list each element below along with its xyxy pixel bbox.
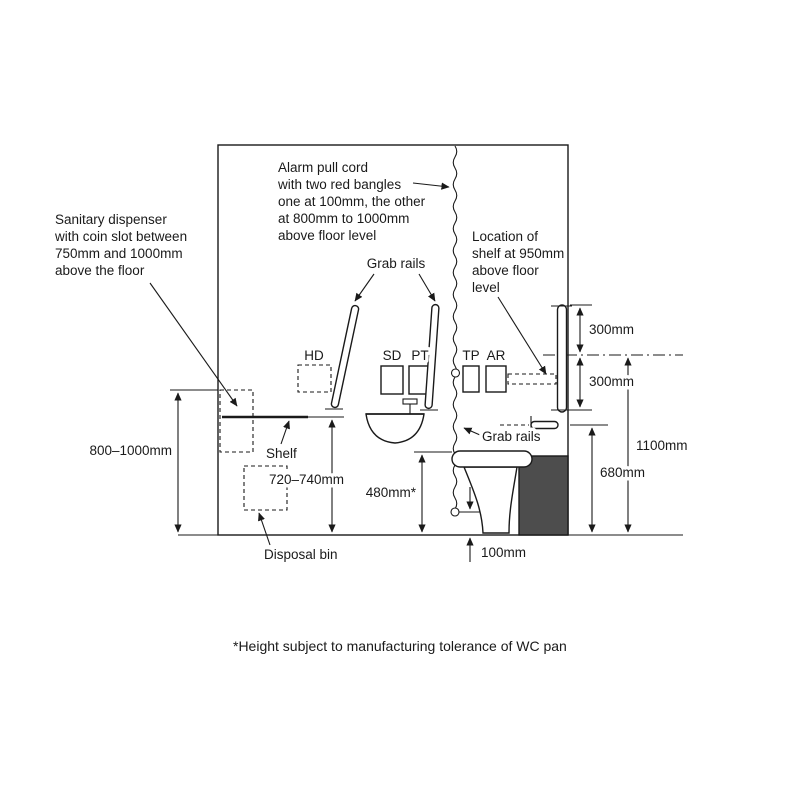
wc-pan (451, 450, 533, 534)
shelf-location-outline (507, 373, 557, 385)
dimension-lines (174, 307, 632, 562)
sanitary-dispenser-outline (219, 389, 254, 453)
sanitary-note-line: Sanitary dispenser (55, 212, 167, 227)
sanitary-note-line: above the floor (55, 263, 145, 278)
sanitary-note: Sanitary dispenser with coin slot betwee… (54, 212, 187, 278)
alarm-pull-cord (452, 145, 458, 510)
wc-duct-panel (518, 455, 569, 536)
wc-seat (451, 450, 533, 468)
alarm-note-line: above floor level (278, 228, 376, 243)
shelf-label: Shelf (266, 446, 297, 461)
shelf-location-line: level (472, 280, 500, 295)
footnote: *Height subject to manufacturing toleran… (233, 638, 567, 654)
alarm-note-line: one at 100mm, the other (278, 194, 426, 209)
alarm-cord-bangle-lower (450, 507, 460, 517)
shelf-location-line: above floor (472, 263, 539, 278)
sanitary-note-line: 750mm and 1000mm (55, 246, 183, 261)
alarm-note-line: Alarm pull cord (278, 160, 368, 175)
disposal-bin-label: Disposal bin (264, 547, 338, 562)
alarm-note-line: at 800mm to 1000mm (278, 211, 409, 226)
alarm-note-line: with two red bangles (277, 177, 401, 192)
dim-shelf-height: 720–740mm (269, 472, 344, 487)
hand-dryer-outline (297, 364, 332, 393)
alarm-cord-bangle-upper (450, 368, 461, 378)
dim-rail-top: 300mm (589, 322, 634, 337)
soap-dispenser-label: SD (383, 348, 402, 363)
dim-horizontal-rail: 680mm (600, 465, 645, 480)
paper-towel-label: PT (411, 348, 428, 363)
alarm-note: Alarm pull cord with two red bangles one… (277, 160, 426, 243)
wash-basin (365, 398, 425, 444)
hand-dryer-label: HD (304, 348, 324, 363)
soap-dispenser-box (380, 365, 404, 395)
tap-icon (402, 398, 418, 405)
dim-rail-bottom: 300mm (589, 374, 634, 389)
grab-rails-side-label: Grab rails (482, 429, 541, 444)
grab-rails-angled (325, 303, 440, 411)
grab-rail-horizontal (500, 416, 559, 434)
extension-lines (170, 304, 683, 536)
sanitary-note-line: with coin slot between (54, 229, 187, 244)
shelf-location-note: Location of shelf at 950mm above floor l… (469, 226, 568, 299)
shelf-location-line: shelf at 950mm (472, 246, 564, 261)
dim-rail-centre: 1100mm (636, 438, 688, 453)
dim-dispenser: 800–1000mm (89, 443, 172, 458)
alarm-reset-label: AR (487, 348, 506, 363)
grab-rail-vertical (551, 304, 572, 413)
disposal-bin-outline (243, 465, 288, 511)
leader-arrows (149, 182, 547, 546)
alarm-reset-box (485, 365, 507, 393)
dim-cord-bangle: 100mm (481, 545, 526, 560)
toilet-paper-box (462, 365, 480, 393)
toilet-paper-label: TP (462, 348, 479, 363)
dim-pan-height: 480mm* (366, 485, 417, 500)
shelf-location-line: Location of (472, 229, 538, 244)
grab-rails-top-label: Grab rails (367, 256, 426, 271)
